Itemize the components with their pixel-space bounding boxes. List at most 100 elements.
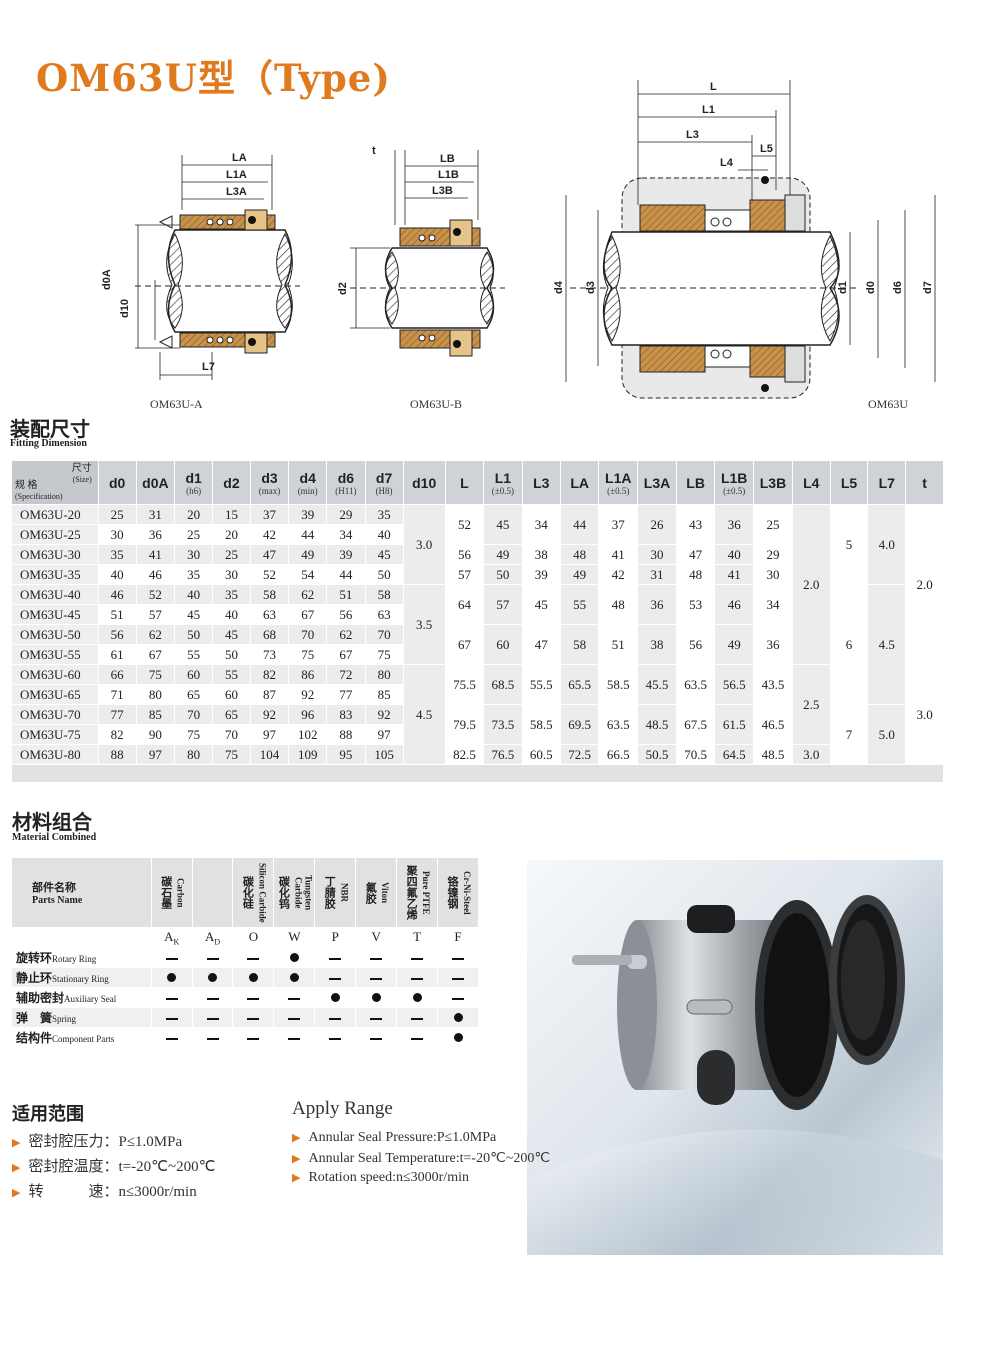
apply-item-en-pressure: ▶Annular Seal Pressure:P≤1.0MPa [292, 1130, 497, 1145]
apply-item-zh-pressure: ▶密封腔压力：P≤1.0MPa [12, 1134, 183, 1150]
not-applicable-dash [437, 987, 479, 1008]
label-l7: L7 [202, 361, 215, 373]
merged-cell: 56 [444, 544, 485, 565]
table-cell: 51 [97, 604, 137, 625]
table-cell: 86 [288, 664, 328, 685]
table-cell: 77 [326, 684, 366, 705]
merged-cell: 41 [598, 544, 639, 565]
merged-cell: 45.5 [637, 664, 677, 705]
merged-cell: 34 [753, 584, 793, 625]
apply-title-en: Apply Range [292, 1098, 393, 1119]
technical-drawings: LA L1A L3A d0A d10 L7 t LB L1B L3B d2 [101, 80, 936, 399]
not-applicable-dash [355, 947, 398, 968]
column-header-l: L [444, 460, 485, 505]
table-cell: 31 [135, 504, 176, 525]
table-cell: 40 [212, 604, 251, 625]
table-cell: 37 [249, 504, 290, 525]
merged-cell: 49 [483, 544, 523, 565]
not-applicable-dash [191, 987, 234, 1008]
spec-name-cell: OM63U-55 [11, 644, 99, 665]
merged-cell: 61.5 [714, 704, 755, 745]
material-row: 辅助密封Auxiliary Seal [11, 987, 479, 1008]
table-cell: 50 [174, 624, 214, 645]
table-cell: 30 [97, 524, 137, 545]
label-d4: d4 [553, 280, 565, 294]
merged-cell: 57 [483, 584, 523, 625]
caption-om63u-a: OM63U-A [150, 397, 203, 411]
applicable-dot [437, 1027, 479, 1048]
spec-name-cell: OM63U-65 [11, 684, 99, 705]
caption-om63u: OM63U [868, 397, 909, 411]
table-cell: 70 [212, 724, 251, 745]
column-header-d6: d6(H11) [326, 460, 366, 505]
material-header-carbon-d [191, 857, 234, 928]
merged-cell: 57 [444, 564, 485, 585]
not-applicable-dash [273, 1007, 316, 1028]
table-cell: 77 [97, 704, 137, 725]
part-name: 静止环Stationary Ring [11, 967, 152, 988]
table-cell: 63 [364, 604, 404, 625]
spec-name-cell: OM63U-30 [11, 544, 99, 565]
table-cell: 63 [249, 604, 290, 625]
column-header-l1: L1(±0.5) [483, 460, 523, 505]
material-code: V [355, 927, 398, 948]
merged-cell: 58.5 [598, 664, 639, 705]
applicable-dot [273, 947, 316, 968]
column-header-d3: d3(max) [249, 460, 290, 505]
table-cell: 34 [326, 524, 366, 545]
column-header-l3b: L3B [753, 460, 793, 505]
not-applicable-dash [314, 947, 357, 968]
table-cell: 41 [135, 544, 176, 565]
table-cell: 97 [364, 724, 404, 745]
merged-cell: 48 [675, 564, 716, 585]
merged-cell: 76.5 [483, 744, 523, 765]
table-cell: 55 [212, 664, 251, 685]
table-cell: 36 [135, 524, 176, 545]
table-cell: 83 [326, 704, 366, 725]
applicable-dot [191, 967, 234, 988]
drawing-om63u-b: t LB L1B L3B d2 [337, 145, 505, 357]
page-title: OM63U型（Type) [36, 56, 391, 100]
merged-cell: 2.0 [905, 504, 944, 665]
not-applicable-dash [437, 947, 479, 968]
fitting-title-en: Fitting Dimension [10, 438, 87, 449]
merged-cell: 63.5 [675, 664, 716, 705]
table-cell: 35 [212, 584, 251, 605]
table-cell: 39 [326, 544, 366, 565]
parts-name-header: 部件名称 Parts Name [11, 857, 152, 928]
label-t: t [372, 145, 376, 157]
column-header-l1a: L1A(±0.5) [598, 460, 639, 505]
apply-item-zh-temperature: ▶密封腔温度：t=-20℃~200℃ [12, 1159, 216, 1175]
material-row: 结构件Component Parts [11, 1027, 479, 1048]
column-header-l7: L7 [867, 460, 907, 505]
material-title-zh: 材料组合 [12, 810, 92, 834]
mechanical-seal-image [527, 895, 943, 1255]
merged-cell: 4.5 [402, 664, 446, 765]
drawing-om63u: L L1 L3 L5 L4 d4 d3 d1 d0 d6 d7 [553, 80, 936, 399]
drawing-om63u-a: LA L1A L3A d0A d10 L7 [101, 152, 300, 380]
merged-cell: 44 [559, 504, 600, 545]
table-cell: 29 [326, 504, 366, 525]
table-cell: 51 [326, 584, 366, 605]
table-cell: 35 [174, 564, 214, 585]
table-cell: 25 [97, 504, 137, 525]
merged-cell: 47 [675, 544, 716, 565]
material-code: AD [191, 927, 234, 948]
merged-cell: 60.5 [521, 744, 561, 765]
column-header-l5: L5 [829, 460, 869, 505]
table-cell: 71 [97, 684, 137, 705]
product-photo [527, 860, 943, 1255]
table-cell: 88 [97, 744, 137, 765]
table-cell: 70 [174, 704, 214, 725]
merged-cell: 79.5 [444, 704, 485, 745]
